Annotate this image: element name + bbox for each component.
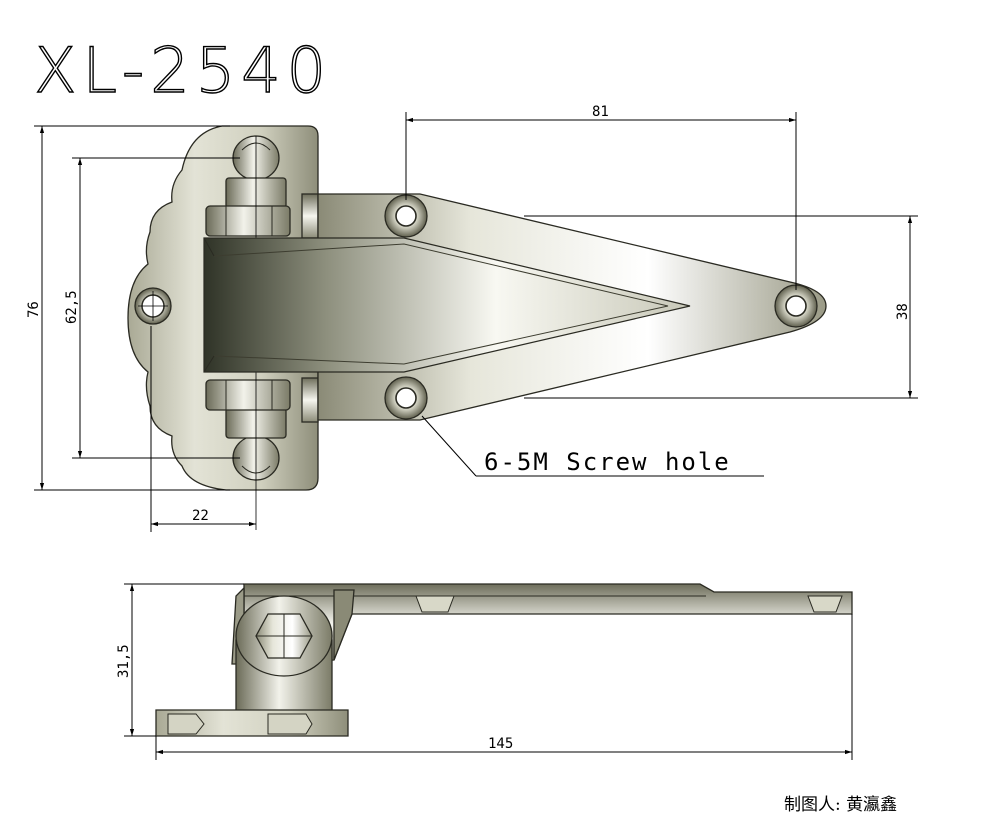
svg-text:22: 22 <box>192 508 209 524</box>
svg-text:81: 81 <box>592 104 609 120</box>
dimension-145: 145 <box>155 614 853 760</box>
svg-text:145: 145 <box>488 736 513 752</box>
dimension-62-5: 62,5 <box>64 157 240 459</box>
dimension-81: 81 <box>405 104 797 290</box>
arm-recess <box>203 237 691 373</box>
svg-text:76: 76 <box>26 301 42 318</box>
dimension-31-5: 31,5 <box>116 583 244 737</box>
svg-text:62,5: 62,5 <box>64 290 80 324</box>
dimension-76: 76 <box>26 125 230 491</box>
screw-hole-callout: 6-5M Screw hole <box>421 415 764 477</box>
model-title: XL-2540 <box>34 34 332 107</box>
dimension-38: 38 <box>524 215 918 399</box>
dimension-22: 22 <box>150 326 256 532</box>
hinge-side-view <box>155 583 853 737</box>
svg-text:6-5M Screw hole: 6-5M Screw hole <box>484 448 731 476</box>
author-label: 制图人: 黄瀛鑫 <box>784 794 897 815</box>
arm-screw-holes <box>384 194 818 420</box>
hinge-top-view <box>127 125 827 530</box>
svg-text:38: 38 <box>895 303 911 320</box>
svg-text:31,5: 31,5 <box>116 644 132 678</box>
